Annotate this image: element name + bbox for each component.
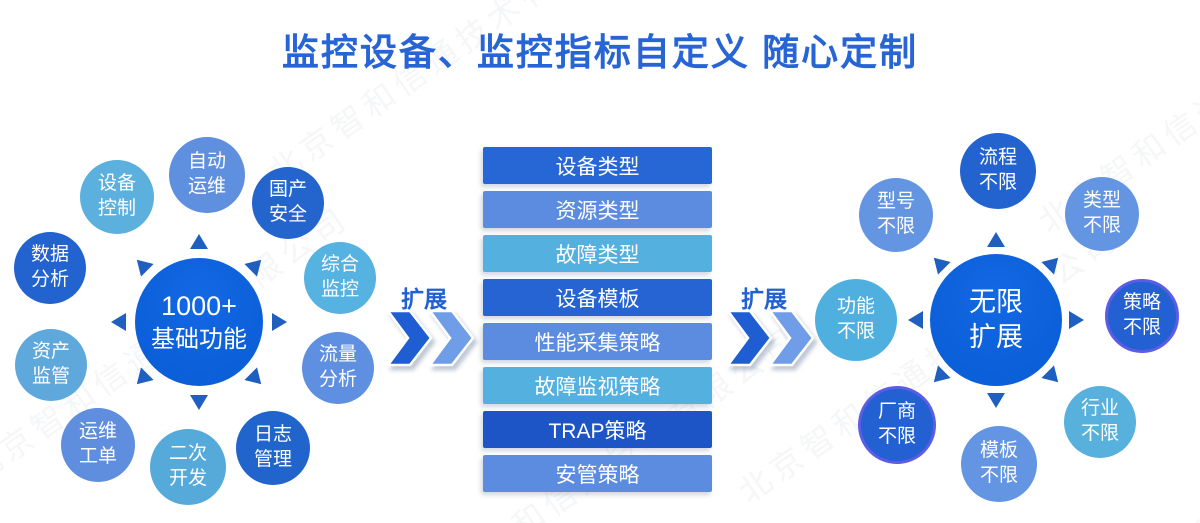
bubble-label: 开发 (168, 468, 207, 489)
bubble-label: 功能 (836, 296, 875, 318)
bar-label: 设备模板 (555, 287, 640, 311)
bubble-asset-supervision: 资产监管 (15, 329, 87, 401)
ray-triangle-icon (111, 313, 126, 331)
bubble-label: 工单 (78, 446, 117, 467)
ray-triangle-icon (1069, 311, 1084, 329)
bubble-domestic-security: 国产安全 (252, 167, 324, 239)
bubble-label: 设备 (97, 173, 136, 195)
bar-label: 故障类型 (555, 243, 640, 267)
ray-triangle-icon (244, 253, 267, 276)
bubble-integrated-monitoring: 综合监控 (304, 242, 376, 314)
bar-fault-monitor-policy: 故障监视策略 (483, 367, 712, 404)
bubble-industry-unlimited: 行业不限 (1064, 386, 1136, 458)
double-chevron-right-icon (386, 309, 475, 367)
bubble-traffic-analysis: 流量分析 (302, 332, 374, 404)
bubble-label: 自动 (187, 151, 226, 173)
bubble-label: 管理 (253, 449, 292, 470)
bubble-label: 不限 (978, 172, 1017, 193)
ray-triangle-icon (908, 311, 923, 329)
bubble-label: 厂商 (877, 401, 916, 423)
bubble-label: 模板 (979, 440, 1018, 462)
bar-fault-type: 故障类型 (483, 235, 712, 272)
bubble-label: 监控 (320, 279, 359, 300)
bubble-label: 监管 (31, 366, 70, 387)
bubble-secondary-dev: 二次开发 (150, 429, 226, 505)
bubble-label: 不限 (836, 321, 875, 342)
bar-trap-policy: TRAP策略 (483, 411, 712, 448)
bubble-strategy-unlimited: 策略不限 (1105, 279, 1179, 353)
hub-line1: 1000+ (161, 290, 237, 321)
bar-label: 安管策略 (555, 463, 640, 487)
hub-line1: 无限 (969, 286, 1023, 317)
bubble-function-unlimited: 功能不限 (815, 279, 897, 361)
bar-perf-collection-policy: 性能采集策略 (483, 323, 712, 360)
bubble-label: 国产 (268, 179, 307, 201)
bar-device-type: 设备类型 (483, 147, 712, 184)
ray-triangle-icon (927, 251, 950, 274)
bubble-label: 日志 (253, 424, 292, 446)
bar-label: 故障监视策略 (534, 375, 661, 399)
bubble-label: 不限 (876, 216, 915, 237)
bubble-log-management: 日志管理 (236, 411, 310, 485)
bubble-label: 安全 (268, 204, 307, 225)
bubble-label: 流程 (978, 147, 1017, 169)
bubble-process-unlimited: 流程不限 (960, 133, 1036, 209)
expand-label-right: 扩展 (741, 286, 787, 312)
bar-device-template: 设备模板 (483, 279, 712, 316)
bubble-vendor-unlimited: 厂商不限 (858, 386, 936, 464)
bar-label: 设备类型 (555, 155, 640, 179)
bubble-label: 行业 (1080, 398, 1119, 420)
bubble-label: 不限 (1122, 317, 1161, 338)
bar-label: 性能采集策略 (534, 331, 661, 355)
expand-label-left: 扩展 (401, 286, 447, 312)
ray-triangle-icon (987, 232, 1005, 247)
bubble-data-analysis: 数据分析 (14, 232, 86, 304)
bubble-label: 控制 (97, 198, 136, 219)
ray-triangle-icon (927, 365, 950, 388)
ray-triangle-icon (272, 313, 287, 331)
bubble-label: 综合 (320, 254, 359, 276)
bubble-label: 型号 (876, 191, 915, 213)
bubble-auto-ops: 自动运维 (169, 137, 245, 213)
hub-unlimited-expansion: 无限 扩展 (930, 254, 1062, 386)
ray-triangle-icon (1041, 365, 1064, 388)
bar-resource-type: 资源类型 (483, 191, 712, 228)
bubble-type-unlimited: 类型不限 (1065, 177, 1139, 251)
ray-triangle-icon (190, 395, 208, 410)
bubble-label: 运维 (78, 421, 117, 443)
bubble-label: 不限 (1082, 215, 1121, 236)
bubble-label: 二次 (168, 443, 207, 465)
bubble-label: 数据 (30, 244, 69, 266)
hub-line2: 基础功能 (151, 325, 247, 353)
hub-line2: 扩展 (969, 322, 1023, 352)
bubble-label: 不限 (979, 465, 1018, 486)
ray-triangle-icon (1041, 251, 1064, 274)
bubble-device-control: 设备控制 (80, 160, 154, 234)
double-chevron-right-icon (726, 309, 815, 367)
bubble-label: 资产 (31, 341, 70, 363)
bar-label: TRAP策略 (548, 419, 647, 443)
page-title: 监控设备、监控指标自定义 随心定制 (281, 32, 919, 73)
bar-security-policy: 安管策略 (483, 455, 712, 492)
bubble-label: 分析 (318, 369, 357, 390)
bubble-label: 流量 (318, 344, 357, 366)
bar-label: 资源类型 (555, 199, 640, 223)
bubble-label: 运维 (187, 176, 226, 197)
ray-triangle-icon (987, 393, 1005, 408)
ray-triangle-icon (244, 367, 267, 390)
bubble-label: 策略 (1122, 292, 1161, 314)
ray-triangle-icon (190, 234, 208, 249)
hub-basic-functions: 1000+ 基础功能 (135, 258, 263, 386)
bubble-ops-ticket: 运维工单 (61, 408, 135, 482)
bubble-label: 不限 (1080, 423, 1119, 444)
ray-triangle-icon (130, 367, 153, 390)
bubble-template-unlimited: 模板不限 (961, 426, 1037, 502)
bubble-model-unlimited: 型号不限 (859, 178, 933, 252)
bubble-label: 分析 (30, 269, 69, 290)
bubble-label: 不限 (877, 426, 916, 447)
ray-triangle-icon (130, 253, 153, 276)
bubble-label: 类型 (1082, 190, 1121, 212)
